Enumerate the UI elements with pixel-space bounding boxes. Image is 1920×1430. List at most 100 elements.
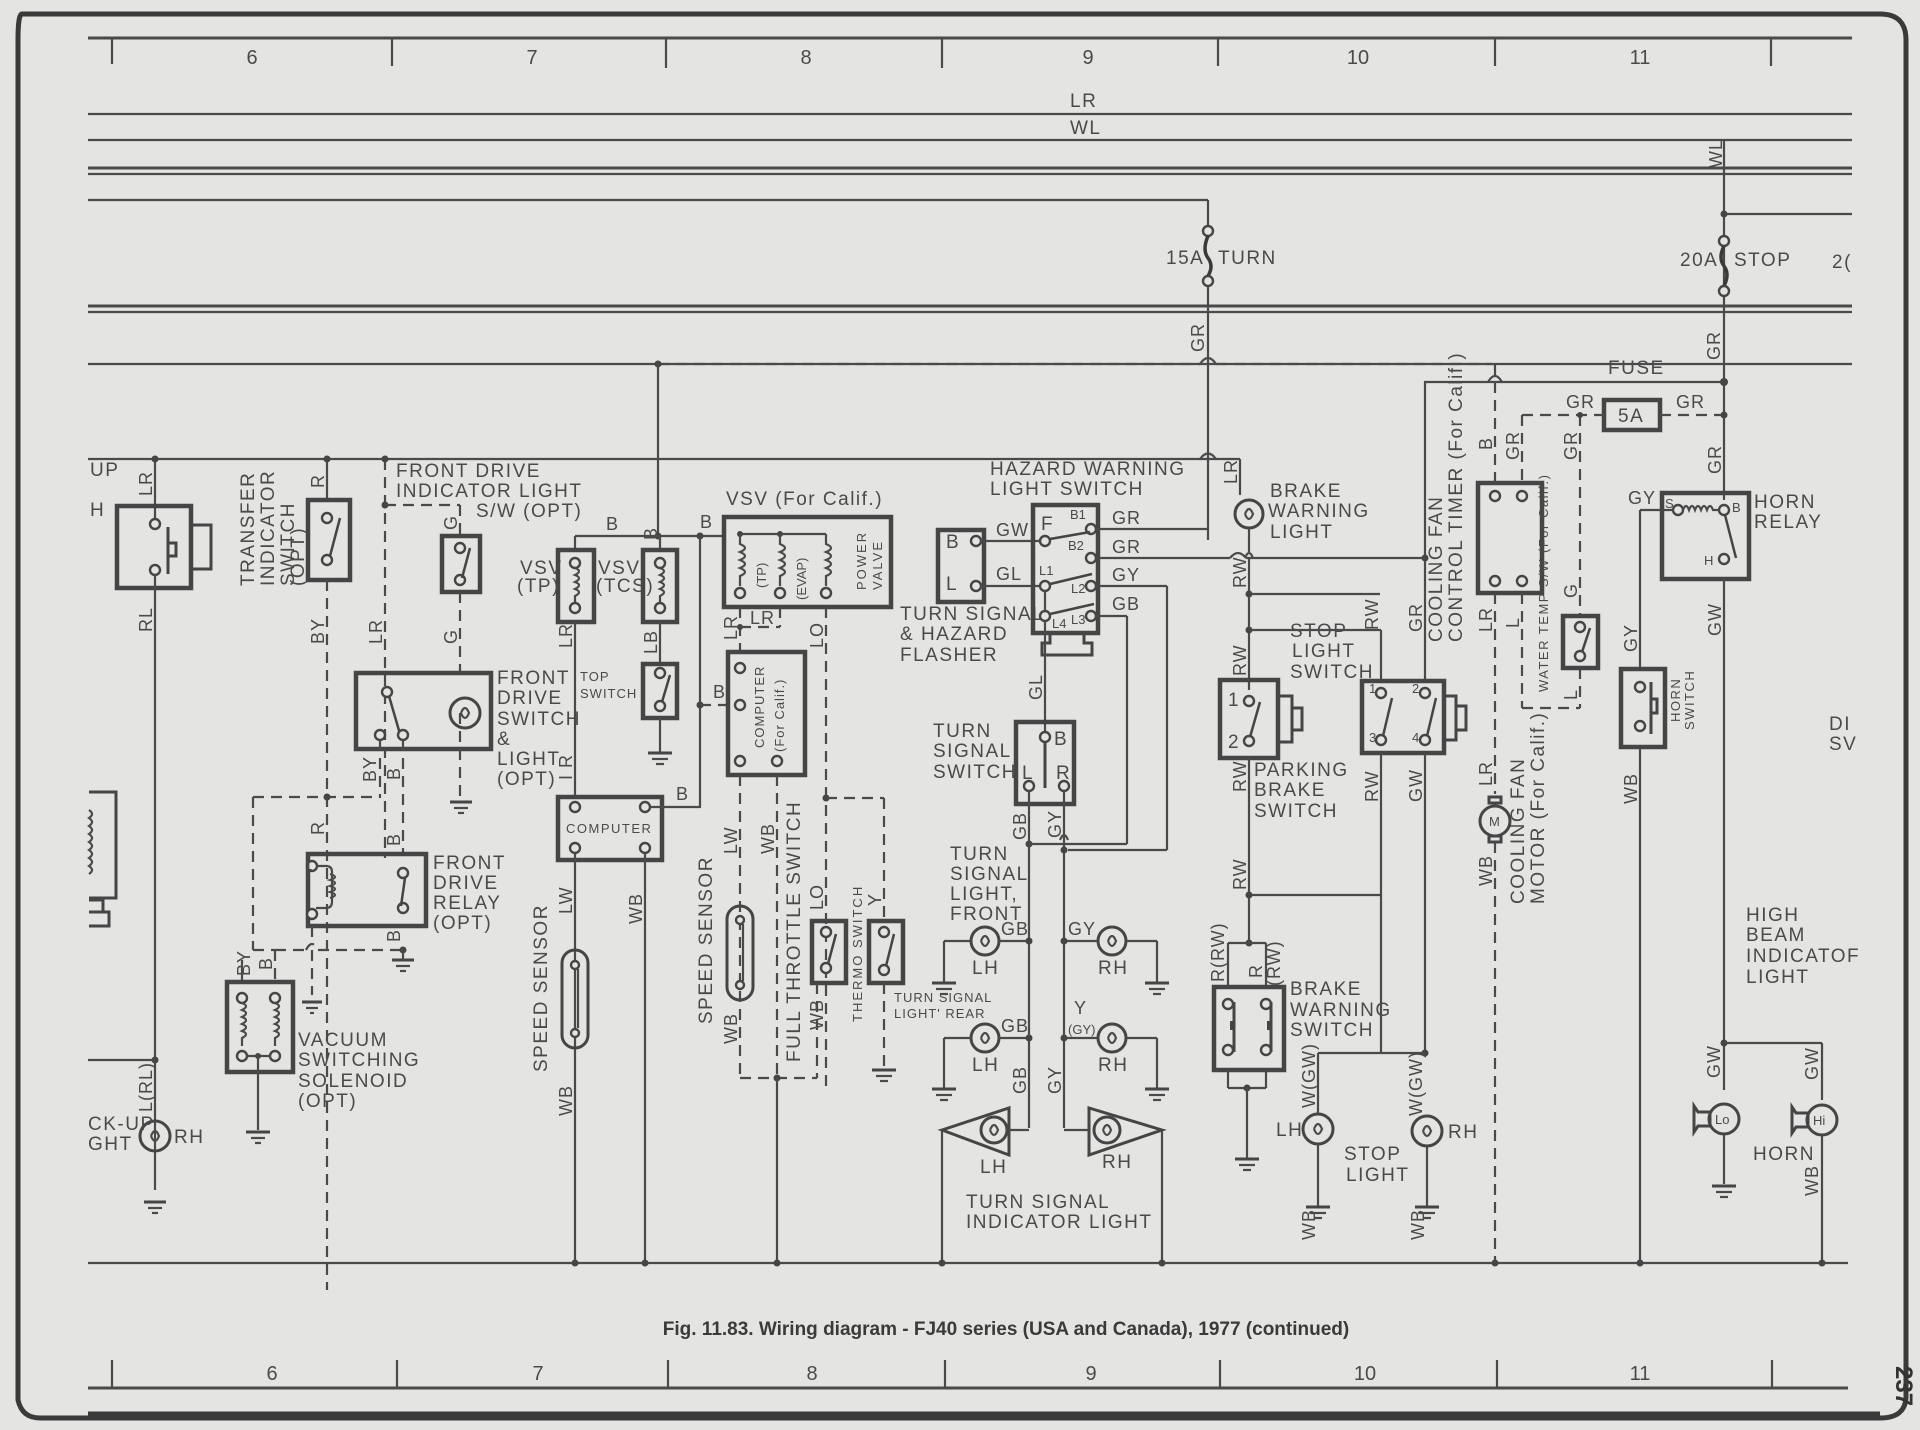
- component-label: VACUUM: [298, 1030, 388, 1051]
- terminal: [373, 728, 387, 742]
- component-label: LIGHT' REAR: [894, 1006, 986, 1021]
- component-label: TRANSFER: [238, 472, 259, 586]
- wire-color-label: G: [441, 515, 461, 530]
- wire-label-gr: GR: [1566, 392, 1595, 412]
- junction-dot: [1720, 411, 1728, 419]
- terminal: [453, 541, 467, 555]
- wire-color-label: GW: [1802, 1047, 1822, 1080]
- backup-light: L(RL) CK-UP GHT RH: [88, 1056, 203, 1215]
- horns: GW GW Lo Hi WB HORN: [1692, 1039, 1839, 1263]
- wire-color-label: B: [256, 957, 276, 970]
- terminal: [1488, 574, 1502, 588]
- junction-dot: [1720, 210, 1728, 218]
- component-label: DRIVE: [433, 873, 499, 894]
- terminal: [396, 866, 410, 880]
- component-label: LH: [972, 958, 999, 979]
- component-label: VSV: [598, 558, 641, 579]
- component-label: SWITCH: [278, 502, 299, 586]
- wire-color-label: W(GW): [1406, 1051, 1426, 1116]
- component-label: SWITCH: [1254, 801, 1338, 822]
- component-label: INDICATOR: [258, 470, 279, 586]
- symbol-path: [979, 1031, 991, 1045]
- high-beam-indicator-label: HIGH BEAM INDICATOF LIGHT: [1746, 905, 1859, 988]
- terminal: [1418, 733, 1432, 747]
- wire-color-label: GR: [1112, 508, 1141, 528]
- ground-icon: [144, 1200, 166, 1215]
- terminal: [1242, 694, 1256, 708]
- vacuum-switching-solenoid: BY B VACUUM SWITCHING SOLENOID (OPT): [224, 797, 419, 1145]
- wire-color-label: GY: [1112, 565, 1140, 585]
- junction-dot: [1421, 554, 1429, 562]
- component-box: [224, 979, 296, 1075]
- symbol-path: [572, 566, 581, 602]
- component-label: HORN: [1753, 1144, 1815, 1165]
- wire-color-label: L: [1561, 689, 1581, 700]
- indicator-lamp-housing: [937, 1105, 1011, 1158]
- component-box: [353, 670, 494, 752]
- component-label: RELAY: [1754, 512, 1822, 533]
- component-label: VSV: [520, 558, 563, 579]
- component-label: COMPUTER: [566, 821, 652, 836]
- wire-label-gr: GR: [1188, 323, 1208, 352]
- component-label: SPEED SENSOR: [696, 856, 717, 1024]
- wire-color-label: B: [713, 682, 726, 702]
- component-box: [1649, 697, 1659, 715]
- component-label: BRAKE: [1290, 979, 1362, 1000]
- wire-color-label: GR: [1112, 537, 1141, 557]
- fuse-partial-label: 2(: [1832, 252, 1852, 273]
- component-box: [1211, 984, 1287, 1073]
- lamp-icon: [969, 925, 1001, 957]
- terminal: [1084, 551, 1098, 565]
- wire-color-label: LR: [366, 619, 386, 644]
- wire-color-label: GY: [1068, 919, 1096, 939]
- wire-color-label: GR: [1406, 603, 1426, 632]
- component-label: (TP): [754, 563, 769, 588]
- wire-color-label: LW: [556, 886, 576, 914]
- terminal: [1057, 779, 1071, 793]
- component-label: CONTROL TIMER (For Calif.): [1446, 352, 1467, 642]
- terminal: [235, 1049, 249, 1063]
- component-label: FRONT DRIVE: [396, 461, 541, 482]
- label-h: H: [90, 500, 105, 521]
- component-label: SWITCH: [1682, 670, 1697, 730]
- component-box: [305, 851, 429, 929]
- ground-icon: [302, 1000, 322, 1015]
- wire-color-label: BY: [360, 756, 380, 782]
- terminal: [235, 991, 249, 1005]
- component-box: [189, 523, 213, 571]
- component-box: [555, 794, 665, 863]
- bus-label-lr: LR: [1070, 91, 1097, 112]
- ruler-top-11: 11: [1630, 47, 1651, 69]
- component-label: LH: [980, 1157, 1007, 1178]
- wire-label-gr: GR: [1704, 331, 1724, 360]
- wire-color-label: GR: [1705, 445, 1725, 474]
- terminal: [734, 914, 746, 926]
- component-label: F: [1041, 514, 1054, 535]
- component-box: [1013, 719, 1077, 807]
- ruler-top-10: 10: [1347, 47, 1369, 69]
- speed-sensor-2: SPEED SENSOR WB: [696, 856, 755, 1044]
- component-label: SPEED SENSOR: [531, 904, 552, 1072]
- component-box: [1454, 704, 1468, 732]
- transfer-indicator-switch-label: TRANSFER INDICATOR SWITCH (OPT): [238, 470, 309, 586]
- wire-segment: [1580, 627, 1592, 653]
- junction-dot: [381, 455, 389, 463]
- component-box: [1487, 834, 1503, 844]
- terminal: [396, 901, 410, 915]
- component-label: LH: [1276, 1120, 1303, 1141]
- junction-dot: [641, 1259, 649, 1267]
- terminal: [320, 553, 334, 567]
- component-label: (TP): [517, 576, 560, 597]
- ground-icon: [1145, 1087, 1169, 1102]
- cooling-fan-motor: LR M WB COOLING FAN MOTOR (For Calif.): [1476, 712, 1549, 1263]
- terminal: [1242, 734, 1256, 748]
- wire-color-label: LR: [1476, 607, 1496, 632]
- terminal: [568, 800, 582, 814]
- wire-segment: [884, 933, 896, 967]
- wire-label-by: BY: [308, 618, 328, 644]
- component-label: &: [497, 729, 511, 750]
- component-label: HIGH: [1746, 905, 1800, 926]
- wire-color-label: B: [676, 784, 689, 804]
- component-label: R: [1056, 763, 1071, 784]
- wire-color-label: GB: [1010, 812, 1030, 840]
